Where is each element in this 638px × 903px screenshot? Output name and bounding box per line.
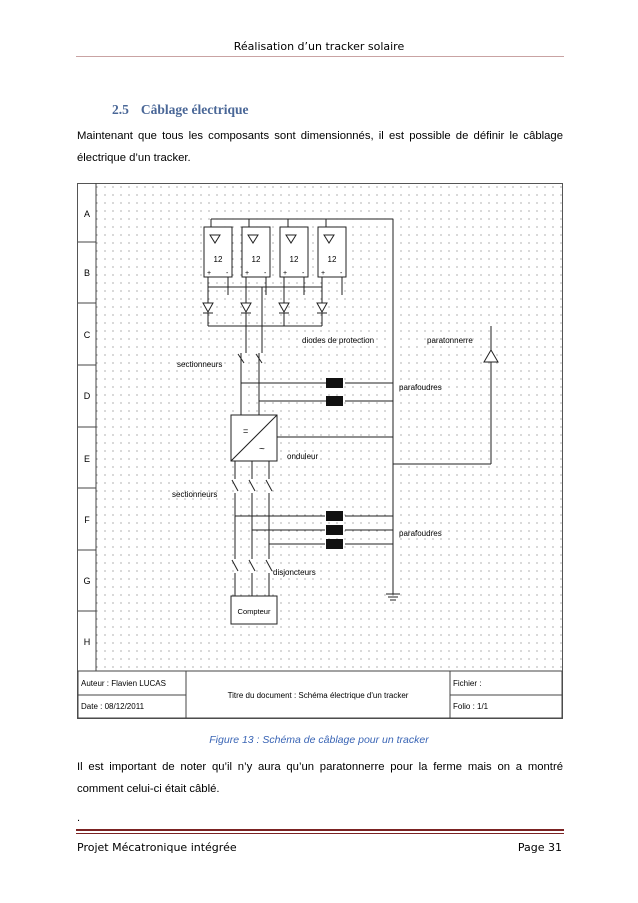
label-onduleur: onduleur [287,452,318,461]
label-parafoudres-top: parafoudres [399,383,442,392]
panel-diode-wiring [207,277,343,353]
solar-panel: 12 + - [317,226,347,278]
svg-text:12: 12 [214,255,223,264]
meter-box: Compteur [230,595,278,625]
title-block-file: Fichier : [453,679,481,688]
solar-panel: 12 + - [279,226,309,278]
surge-protectors-bottom [326,511,343,549]
page-header-title: Réalisation d’un tracker solaire [233,40,405,53]
trailing-dot: . [77,812,81,824]
section-heading: 2.5 Câblage électrique [112,102,248,118]
label-sectionneurs-top: sectionneurs [177,360,222,369]
solar-panel: 12 + - [241,226,271,278]
svg-text:=: = [243,426,248,436]
svg-text:-: - [302,270,305,277]
figure-caption: Figure 13 : Schéma de câblage pour un tr… [209,734,429,746]
title-block: Auteur : Flavien LUCAS Date : 08/12/2011… [77,670,563,719]
lightning-rod-symbol [393,326,499,465]
wiring-schematic-figure: A B C D E F G H 12 + - [77,183,563,719]
row-label-e: E [84,454,90,464]
svg-text:+: + [207,270,211,277]
ground-symbol [386,593,400,601]
top-bus-wiring [210,218,394,594]
schematic-svg: A B C D E F G H 12 + - [77,183,563,719]
row-label-g: G [83,576,90,586]
svg-text:12: 12 [328,255,337,264]
row-label-column: A B C D E F G H [78,183,97,671]
circuit-breakers [231,559,273,596]
ac-wiring [231,461,393,559]
label-compteur: Compteur [238,607,271,616]
surge-protectors-top [313,378,343,406]
title-block-date: Date : 08/12/2011 [81,702,145,711]
after-paragraph: Il est important de noter qu’il n’y aura… [77,761,563,795]
row-label-h: H [84,637,91,647]
label-diodes-de-protection: diodes de protection [302,336,374,345]
title-block-folio: Folio : 1/1 [453,702,489,711]
footer-rule-thick [76,829,564,831]
solar-panel: 12 + - [203,226,233,278]
title-block-author: Auteur : Flavien LUCAS [81,679,166,688]
label-parafoudres-bottom: parafoudres [399,529,442,538]
row-label-c: C [84,330,91,340]
header-rule [76,56,564,57]
svg-text:12: 12 [290,255,299,264]
svg-text:-: - [340,270,343,277]
row-label-a: A [84,209,90,219]
svg-text:+: + [321,270,325,277]
svg-text:-: - [226,270,229,277]
footer-rule-thin [76,833,564,834]
protection-diodes [202,302,328,314]
row-label-f: F [84,515,90,525]
inverter-symbol: = ~ [230,414,393,462]
row-label-d: D [84,391,91,401]
section-title: Câblage électrique [140,102,249,117]
top-disconnectors [237,353,393,415]
svg-text:12: 12 [252,255,261,264]
label-disjoncteurs: disjoncteurs [273,568,316,577]
row-label-b: B [84,268,90,278]
svg-text:-: - [264,270,267,277]
svg-text:~: ~ [259,444,265,455]
footer-page-number: Page 31 [517,841,562,854]
label-sectionneurs-bottom: sectionneurs [172,490,217,499]
section-number: 2.5 [112,102,129,117]
label-paratonnerre: paratonnerre [427,336,473,345]
svg-text:+: + [245,270,249,277]
solar-panels: 12 + - 12 + - 12 + - 12 + - [203,226,347,278]
svg-text:+: + [283,270,287,277]
footer-project-name: Projet Mécatronique intégrée [77,841,237,854]
intro-paragraph: Maintenant que tous les composants sont … [77,130,563,164]
title-block-doc-title: Titre du document : Schéma électrique d'… [228,691,409,700]
